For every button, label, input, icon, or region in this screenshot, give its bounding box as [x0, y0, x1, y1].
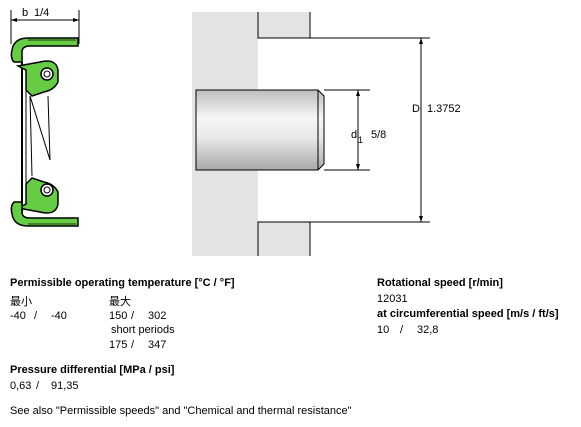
spring-bottom: [40, 183, 54, 197]
shaft: [195, 89, 325, 171]
temperature-min-f: -40: [51, 310, 67, 322]
seal-diagram: b 1/4: [10, 7, 461, 256]
temperature-title: Permissible operating temperature [°C / …: [10, 277, 235, 289]
dim-D-symbol: D: [412, 103, 420, 115]
circumferential-speed-title: at circumferential speed [m/s / ft/s]: [377, 308, 559, 320]
temperature-max-f: 302: [148, 310, 167, 322]
dimension-D: D 1.3752: [310, 37, 461, 223]
circumferential-speed-ms: 10: [377, 324, 390, 336]
temperature-min-c: -40: [10, 310, 26, 322]
temperature-max-sep: /: [131, 310, 135, 322]
footer-note: See also "Permissible speeds" and "Chemi…: [10, 405, 352, 417]
temperature-max-c: 150: [109, 310, 128, 322]
seal-cross-section: [10, 37, 79, 227]
dimension-d1: d 1 5/8: [324, 89, 386, 171]
spring-top: [40, 67, 54, 81]
temperature-short-sep: /: [131, 339, 135, 351]
temperature-short-periods-label: short periods: [111, 324, 175, 336]
temperature-short-c: 175: [109, 339, 128, 351]
pressure-mpa: 0,63: [10, 380, 32, 392]
temperature-max-label: 最大: [109, 296, 131, 308]
footer-prefix: See also: [10, 405, 56, 417]
circumferential-speed-fts: 32,8: [417, 324, 439, 336]
temperature-short-f: 347: [148, 339, 167, 351]
temperature-min-label: 最小: [10, 296, 32, 308]
dim-d1-symbol: d: [351, 129, 357, 141]
dim-d1-value: 5/8: [371, 129, 386, 141]
dim-b-value: 1/4: [34, 7, 49, 19]
dimension-b: b 1/4: [10, 7, 80, 44]
chemical-thermal-resistance-link[interactable]: "Chemical and thermal resistance": [183, 405, 352, 417]
circumferential-speed-sep: /: [400, 324, 404, 336]
temperature-min-sep: /: [34, 310, 38, 322]
dim-D-value: 1.3752: [427, 103, 461, 115]
dim-d1-subscript: 1: [358, 135, 363, 145]
permissible-speeds-link[interactable]: "Permissible speeds": [55, 405, 160, 417]
footer-middle: and: [159, 405, 184, 417]
rotational-speed-value: 12031: [377, 293, 408, 305]
pressure-title: Pressure differential [MPa / psi]: [10, 364, 175, 376]
dim-b-symbol: b: [22, 7, 28, 19]
rotational-speed-title: Rotational speed [r/min]: [377, 277, 503, 289]
pressure-psi: 91,35: [51, 380, 79, 392]
pressure-sep: /: [36, 380, 40, 392]
